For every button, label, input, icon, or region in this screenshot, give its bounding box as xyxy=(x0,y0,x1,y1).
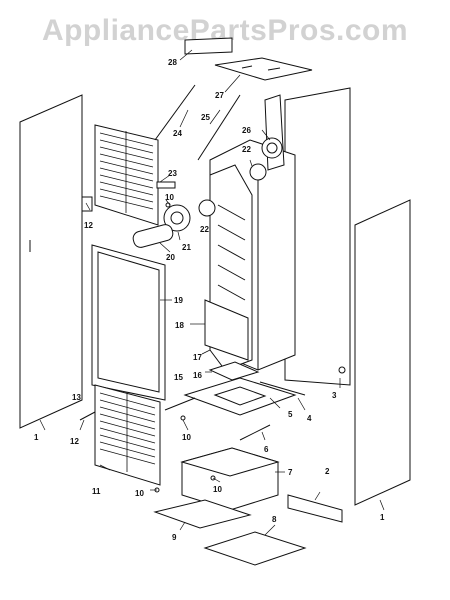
support-rod[interactable] xyxy=(239,424,271,441)
callout-10-lower: 10 xyxy=(135,489,144,498)
panel-clip-upper[interactable] xyxy=(81,196,93,212)
screw[interactable] xyxy=(180,415,186,421)
callout-2: 2 xyxy=(325,467,330,476)
combustion-chamber[interactable] xyxy=(204,299,249,361)
upper-grille-louvers xyxy=(99,131,154,213)
callout-10-upper: 10 xyxy=(165,193,174,202)
callout-10-tray: 10 xyxy=(213,485,222,494)
upper-front-grille[interactable] xyxy=(94,124,159,226)
top-panel-slot xyxy=(267,67,281,71)
lower-grille-louvers xyxy=(99,392,156,472)
callout-4: 4 xyxy=(307,414,312,423)
callout-9: 9 xyxy=(172,533,177,542)
callout-1-right: 1 xyxy=(380,513,385,522)
burner-base-opening xyxy=(213,386,267,406)
callout-24: 24 xyxy=(173,129,182,138)
top-bracket[interactable] xyxy=(184,37,233,55)
callout-1-left: 1 xyxy=(34,433,39,442)
callout-11: 11 xyxy=(92,487,101,496)
callout-12-upper: 12 xyxy=(84,221,93,230)
callout-6: 6 xyxy=(264,445,269,454)
callout-28: 28 xyxy=(168,58,177,67)
base-plate[interactable] xyxy=(153,499,252,529)
blower-hub xyxy=(170,211,184,225)
callout-27: 27 xyxy=(215,91,224,100)
callout-18: 18 xyxy=(175,321,184,330)
support-rod[interactable] xyxy=(154,84,196,141)
screw[interactable] xyxy=(165,202,171,208)
callout-22-upper: 22 xyxy=(242,145,251,154)
callout-12-lower: 12 xyxy=(70,437,79,446)
callout-5: 5 xyxy=(288,410,293,419)
drip-tray-top xyxy=(180,447,280,477)
rear-panel-hole xyxy=(338,366,346,374)
callout-23: 23 xyxy=(168,169,177,178)
top-panel-slot xyxy=(241,65,253,69)
right-side-panel[interactable] xyxy=(354,199,411,506)
bottom-panel[interactable] xyxy=(203,531,307,566)
callout-10-mid: 10 xyxy=(182,433,191,442)
callout-19: 19 xyxy=(174,296,183,305)
callout-7: 7 xyxy=(288,468,293,477)
support-rod[interactable] xyxy=(197,94,241,161)
support-rail[interactable] xyxy=(164,397,196,411)
callout-25: 25 xyxy=(201,113,210,122)
callout-16: 16 xyxy=(193,371,202,380)
callout-26: 26 xyxy=(242,126,251,135)
callout-8: 8 xyxy=(272,515,277,524)
base-bracket[interactable] xyxy=(287,494,343,523)
gasket-upper[interactable] xyxy=(249,163,267,181)
support-rail[interactable] xyxy=(259,381,306,396)
top-panel[interactable] xyxy=(214,57,313,81)
flue-collar[interactable] xyxy=(264,94,285,171)
callout-20: 20 xyxy=(166,253,175,262)
panel-clip-lower[interactable] xyxy=(79,411,96,421)
mounting-bracket[interactable] xyxy=(156,181,176,189)
callout-17: 17 xyxy=(193,353,202,362)
gasket-lower[interactable] xyxy=(198,199,216,217)
blower-motor[interactable] xyxy=(132,223,175,249)
callout-3: 3 xyxy=(332,391,337,400)
callout-13: 13 xyxy=(72,393,81,402)
left-side-panel[interactable] xyxy=(19,94,83,429)
callout-22-lower: 22 xyxy=(200,225,209,234)
burner-gasket[interactable] xyxy=(208,361,260,381)
heat-exchanger-ribs xyxy=(217,204,246,301)
callout-labels: 1 1 2 3 4 5 6 7 8 9 10 10 10 10 11 12 12… xyxy=(34,58,385,542)
callout-15: 15 xyxy=(174,373,183,382)
flue-collar-center xyxy=(266,142,278,154)
leader-lines xyxy=(39,49,385,536)
callout-21: 21 xyxy=(182,243,191,252)
center-front-panel-inner xyxy=(97,251,160,393)
